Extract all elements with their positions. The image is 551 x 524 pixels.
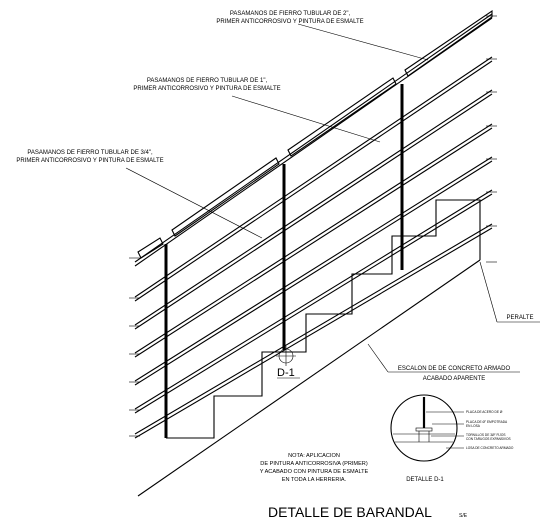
detail-callout-2: PLACA DE Ø" EMPOTRADA (466, 420, 508, 424)
rail-6b (134, 193, 493, 414)
detail-marker: D-1 (276, 346, 300, 379)
mid-rail-label-line2: PRIMER ANTICORROSIVO Y PINTURA DE ESMALT… (133, 86, 280, 92)
rail-4b (134, 127, 493, 358)
handrail-tube-1 (137, 237, 164, 259)
title-block: DETALLE DE BARANDAL S/E (268, 504, 468, 520)
stair-labels: PERALTE ESCALON DE DE CONCRETO ARMADO AC… (398, 315, 534, 382)
step-label-line2: ACABADO APARENTE (423, 376, 486, 382)
note-line4: EN TODA LA HERRERIA. (282, 477, 347, 483)
concrete-stairs (137, 199, 540, 497)
handrail-tube-4 (404, 9, 493, 77)
peralte-label: PERALTE (507, 315, 534, 321)
peralte-line (479, 261, 498, 323)
scale-label: S/E (459, 513, 468, 519)
rail-end-ticks (129, 15, 497, 437)
detail-d1: PLACA DE ACERO DE Ø PLACA DE Ø" EMPOTRAD… (390, 394, 514, 483)
handrail-tubes (137, 9, 493, 259)
main-title: DETALLE DE BARANDAL (268, 504, 432, 520)
stair-soffit (137, 259, 481, 497)
note-line3: Y ACABADO CON PINTURA DE ESMALTE (260, 469, 369, 475)
handrail-tube-3 (287, 77, 397, 157)
detail-callout-5: CON TARUGOS EXPANSIVOS (466, 437, 511, 441)
vertical-posts (164, 84, 404, 438)
top-rail-leader (297, 23, 429, 61)
mid-rail-label-line1: PASAMANOS DE FIERRO TUBULAR DE 1", (147, 78, 268, 84)
detail-marker-label: D-1 (277, 367, 295, 379)
step-leader (367, 343, 389, 373)
detail-d1-circle (390, 394, 458, 462)
rail-7 (134, 223, 493, 435)
railing (129, 9, 497, 439)
rail-2b (134, 60, 493, 302)
rail-5 (134, 156, 493, 382)
detail-callout-3: EN LOSA (466, 424, 481, 428)
rail-7b (134, 227, 493, 439)
detail-d1-plate (415, 427, 433, 432)
leader-lines (125, 23, 429, 239)
low-rail-label-line1: PASAMANOS DE FIERRO TUBULAR DE 3/4", (27, 150, 153, 156)
rail-6 (134, 189, 493, 410)
detail-d1-title: DETALLE D-1 (406, 477, 444, 483)
note-line2: DE PINTURA ANTICORROSIVA (PRIMER) (260, 461, 368, 467)
mid-rail-leader (231, 95, 381, 143)
rail-3b (134, 93, 493, 330)
note: NOTA: APLICACION DE PINTURA ANTICORROSIV… (260, 453, 369, 483)
rail-1 (134, 13, 493, 263)
detail-callout-1: PLACA DE ACERO DE Ø (466, 410, 503, 414)
horizontal-rails (134, 13, 493, 439)
low-rail-leader (125, 167, 263, 239)
step-label-line1: ESCALON DE DE CONCRETO ARMADO (398, 366, 511, 372)
low-rail-label-line2: PRIMER ANTICORROSIVO Y PINTURA DE ESMALT… (16, 158, 163, 164)
rail-labels: PASAMANOS DE FIERRO TUBULAR DE 2", PRIME… (16, 11, 363, 164)
top-rail-label-line2: PRIMER ANTICORROSIVO Y PINTURA DE ESMALT… (216, 19, 363, 25)
rail-5b (134, 160, 493, 386)
rail-2 (134, 56, 493, 298)
rail-4 (134, 123, 493, 354)
step-profile (166, 199, 481, 439)
rail-3 (134, 89, 493, 326)
detail-callout-4: TORNILLOS DE 3Ø" FIJOS (466, 433, 506, 437)
detail-callout-6: LOSA DE CONCRETO ARMADO (466, 446, 514, 450)
top-rail-label-line1: PASAMANOS DE FIERRO TUBULAR DE 2", (230, 11, 351, 17)
handrail-tube-2 (171, 157, 280, 237)
note-line1: NOTA: APLICACION (288, 453, 340, 459)
